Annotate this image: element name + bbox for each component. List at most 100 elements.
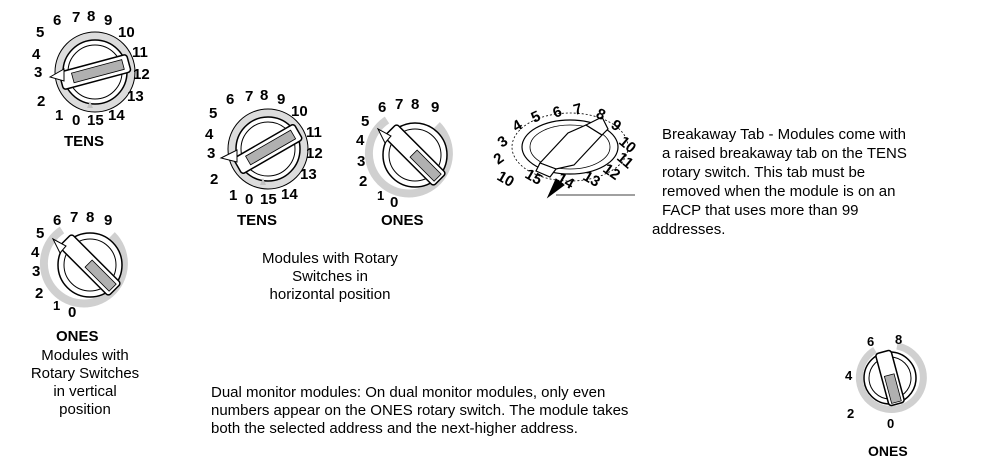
ones-h-num-4: 4 (356, 132, 365, 149)
tens-v-num-1: 1 (55, 107, 63, 124)
vertical-caption-line-4: position (59, 401, 111, 418)
dual-ones-graphic: 6 8 4 2 0 (845, 332, 927, 431)
dual-caption-line-3: both the selected address and the next-h… (211, 420, 578, 437)
ones-v-num-0: 0 (68, 304, 76, 321)
vertical-caption-line-3: in vertical (53, 383, 117, 400)
tens-v-num-10: 10 (118, 24, 135, 41)
tens-v-num-7: 7 (72, 9, 80, 26)
ones-h-num-8: 8 (411, 96, 419, 113)
tens-v-num-11: 11 (132, 44, 148, 61)
tens-v-num-8: 8 (87, 8, 95, 25)
dual-num-2: 2 (847, 406, 854, 421)
ones-h-num-3: 3 (357, 153, 365, 170)
tilted-num-2: 2 (491, 150, 508, 169)
ones-rotary-switch-vertical: 3 4 5 6 7 8 9 2 1 0 (20, 195, 150, 325)
tilted-num-6: 6 (551, 103, 565, 122)
ones-v-num-9: 9 (104, 212, 112, 229)
tens-rotary-switch-vertical: 3 4 5 6 7 8 9 10 11 12 13 14 15 0 1 2 (20, 5, 170, 135)
tens-h-num-12: 12 (306, 145, 323, 162)
tilted-num-12: 12 (600, 160, 623, 183)
horizontal-position-caption: Modules with Rotary Switches in horizont… (210, 250, 450, 304)
ones-h-num-6: 6 (378, 99, 386, 116)
dual-monitor-ones-switch: 6 8 4 2 0 (835, 330, 955, 440)
horizontal-caption-line-1: Modules with Rotary (262, 250, 398, 267)
tens-h-num-8: 8 (260, 87, 268, 104)
tens-v-num-12: 12 (133, 66, 150, 83)
vertical-position-caption: Modules with Rotary Switches in vertical… (0, 347, 170, 419)
tens-v-num-5: 5 (36, 24, 44, 41)
breakaway-line-6: addresses. (652, 221, 726, 238)
tens-v-num-9: 9 (104, 12, 112, 29)
tens-rotary-switch-horizontal: 3 4 5 6 7 8 9 10 11 12 13 14 15 0 1 2 (193, 82, 343, 212)
breakaway-tab-caption: Breakaway Tab - Modules come with a rais… (652, 125, 1002, 239)
breakaway-line-4: removed when the module is on an (662, 183, 896, 200)
tens-h-num-9: 9 (277, 91, 285, 108)
dual-ones-label: ONES (868, 443, 908, 459)
ones-switch-graphic: 3 4 5 6 7 8 9 2 1 0 (31, 209, 128, 321)
ones-h-num-7: 7 (395, 96, 403, 113)
breakaway-line-1: Breakaway Tab - Modules come with (662, 126, 906, 143)
tilted-switch-graphic: 2 3 4 5 6 7 8 9 10 11 12 13 14 15 10 (491, 100, 639, 199)
breakaway-line-3: rotary switch. This tab must be (662, 164, 866, 181)
tens-v-num-4: 4 (32, 46, 41, 63)
tens-h-num-14: 14 (281, 186, 298, 203)
tens-h-num-0: 0 (245, 191, 253, 208)
tens-v-num-0: 0 (72, 112, 80, 129)
dual-num-0: 0 (887, 416, 894, 431)
tilted-num-5: 5 (529, 108, 544, 127)
ones-h-num-5: 5 (361, 113, 369, 130)
ones-v-num-5: 5 (36, 225, 44, 242)
tens-h-num-1: 1 (229, 187, 237, 204)
tens-h-num-11: 11 (306, 124, 322, 141)
tens-v-num-15: 15 (87, 112, 104, 129)
horizontal-caption-line-3: horizontal position (269, 286, 391, 303)
tilted-num-15: 15 (522, 166, 545, 189)
tens-h-num-3: 3 (207, 145, 215, 162)
tilted-num-10b: 10 (494, 168, 517, 191)
vertical-caption-line-2: Rotary Switches (30, 365, 140, 382)
ones-v-num-1: 1 (53, 298, 60, 313)
ones-v-num-6: 6 (53, 212, 61, 229)
dual-num-8: 8 (895, 332, 902, 347)
tens-v-num-14: 14 (108, 107, 125, 124)
tens-v-num-3: 3 (34, 64, 42, 81)
dual-monitor-caption: Dual monitor modules: On dual monitor mo… (211, 384, 791, 438)
tens-h-switch-graphic: 3 4 5 6 7 8 9 10 11 12 13 14 15 0 1 2 (205, 87, 323, 208)
breakaway-line-2: a raised breakaway tab on the TENS (662, 145, 907, 162)
dual-num-6: 6 (867, 334, 874, 349)
ones-v-num-3: 3 (32, 263, 40, 280)
ones-h-num-1: 1 (377, 188, 384, 203)
dual-caption-line-1: Dual monitor modules: On dual monitor mo… (211, 384, 606, 401)
ones-h-num-9: 9 (431, 99, 439, 116)
tens-v-num-2: 2 (37, 93, 45, 110)
breakaway-line-5: FACP that uses more than 99 (662, 202, 859, 219)
dual-caption-line-2: numbers appear on the ONES rotary switch… (211, 402, 629, 419)
ones-horizontal-label: ONES (381, 212, 424, 229)
ones-v-num-8: 8 (86, 209, 94, 226)
tilted-num-4: 4 (510, 116, 526, 135)
breakaway-tab-switch: 2 3 4 5 6 7 8 9 10 11 12 13 14 15 10 (490, 85, 660, 205)
ones-h-num-0: 0 (390, 194, 398, 211)
tilted-num-7: 7 (572, 100, 584, 119)
tens-h-num-13: 13 (300, 166, 317, 183)
ones-v-num-4: 4 (31, 244, 40, 261)
ones-vertical-label: ONES (56, 328, 99, 345)
tens-h-num-4: 4 (205, 126, 214, 143)
tens-v-num-6: 6 (53, 12, 61, 29)
tens-h-num-5: 5 (209, 105, 217, 122)
tens-h-num-7: 7 (245, 88, 253, 105)
horizontal-caption-line-2: Switches in (292, 268, 368, 285)
tens-horizontal-label: TENS (237, 212, 278, 229)
ones-h-num-2: 2 (359, 173, 367, 190)
tilted-num-8: 8 (593, 105, 608, 124)
dual-num-4: 4 (845, 368, 853, 383)
tens-vertical-label: TENS (64, 133, 105, 150)
tens-v-num-13: 13 (127, 88, 144, 105)
tilted-num-13: 13 (580, 168, 603, 191)
tens-h-num-15: 15 (260, 191, 277, 208)
vertical-caption-line-1: Modules with (41, 347, 129, 364)
ones-v-num-2: 2 (35, 285, 43, 302)
ones-rotary-switch-horizontal: 3 4 5 6 7 8 9 2 1 0 (345, 85, 475, 215)
tens-h-num-2: 2 (210, 171, 218, 188)
tilted-num-14: 14 (554, 170, 578, 193)
